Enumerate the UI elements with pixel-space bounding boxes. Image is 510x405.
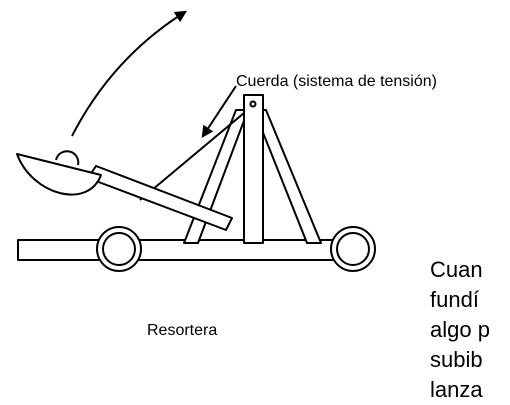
- bucket: [16, 153, 102, 196]
- support-upright: [243, 94, 264, 244]
- paragraph-line: lanza: [430, 377, 483, 402]
- pivot-bolt: [249, 100, 257, 108]
- wheel-left: [96, 226, 142, 272]
- catapult: [16, 94, 376, 272]
- paragraph-line: subib: [430, 347, 483, 372]
- paragraph-line: algo p: [430, 317, 490, 342]
- cropped-paragraph: Cuan fundí algo p subib lanza: [430, 255, 510, 405]
- support-leg-right: [253, 109, 322, 244]
- tension-rope: [139, 112, 245, 201]
- curved-arrow-up-icon: [71, 10, 188, 137]
- projectile: [55, 150, 80, 166]
- rope-label: Cuerda (sistema de tensión): [236, 73, 437, 90]
- catapult-diagram: [16, 10, 376, 272]
- throwing-arm: [87, 165, 233, 231]
- figure-caption: Resortera: [147, 322, 218, 339]
- pointer-arrow-icon: [201, 85, 237, 139]
- paragraph-line: fundí: [430, 287, 479, 312]
- wheel-right: [330, 226, 376, 272]
- paragraph-line: Cuan: [430, 257, 483, 282]
